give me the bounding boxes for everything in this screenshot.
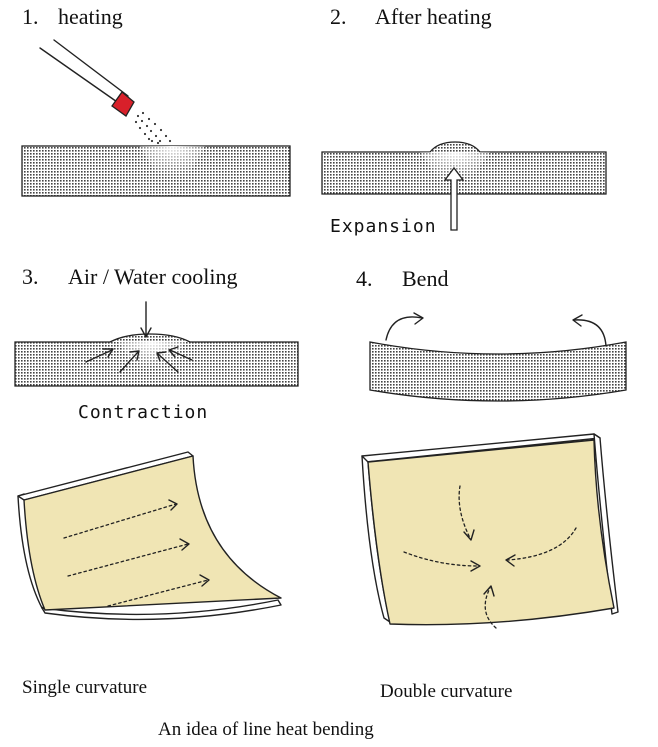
expansion-label: Expansion	[330, 216, 437, 237]
single-heat-lines-icon	[63, 499, 210, 607]
step-2-number: 2.	[330, 4, 347, 29]
contraction-label: Contraction	[78, 402, 208, 423]
panel-heating: 1. heating	[21, 4, 291, 197]
double-heat-lines-icon	[403, 485, 577, 629]
double-curvature-sheet	[367, 439, 615, 626]
single-curvature-illustration	[17, 451, 282, 621]
single-curvature-sheet	[23, 455, 282, 611]
figure-caption: An idea of line heat bending	[158, 719, 374, 740]
step-2-label: After heating	[375, 4, 492, 29]
expansion-arrow-icon	[443, 166, 465, 231]
step-1-label: heating	[58, 4, 123, 29]
single-curvature-label: Single curvature	[22, 677, 147, 698]
step-3-number: 3.	[22, 264, 39, 289]
torch-icon	[39, 39, 172, 145]
step-4-number: 4.	[356, 266, 373, 291]
heated-zone	[140, 146, 205, 190]
double-curvature-label: Double curvature	[380, 681, 512, 702]
panel-cooling: 3. Air / Water cooling Contraction	[14, 264, 299, 423]
step-4-label: Bend	[402, 266, 448, 291]
step-1-number: 1.	[22, 4, 39, 29]
contraction-arrows-icon	[85, 301, 193, 373]
steel-plate-bent	[369, 341, 627, 402]
panel-bend: 4. Bend	[356, 266, 627, 402]
panel-after-heating: 2. After heating Expansion	[321, 4, 607, 237]
double-curvature-illustration	[361, 433, 619, 629]
step-3-label: Air / Water cooling	[68, 264, 238, 289]
bend-arrows-icon	[385, 312, 607, 347]
